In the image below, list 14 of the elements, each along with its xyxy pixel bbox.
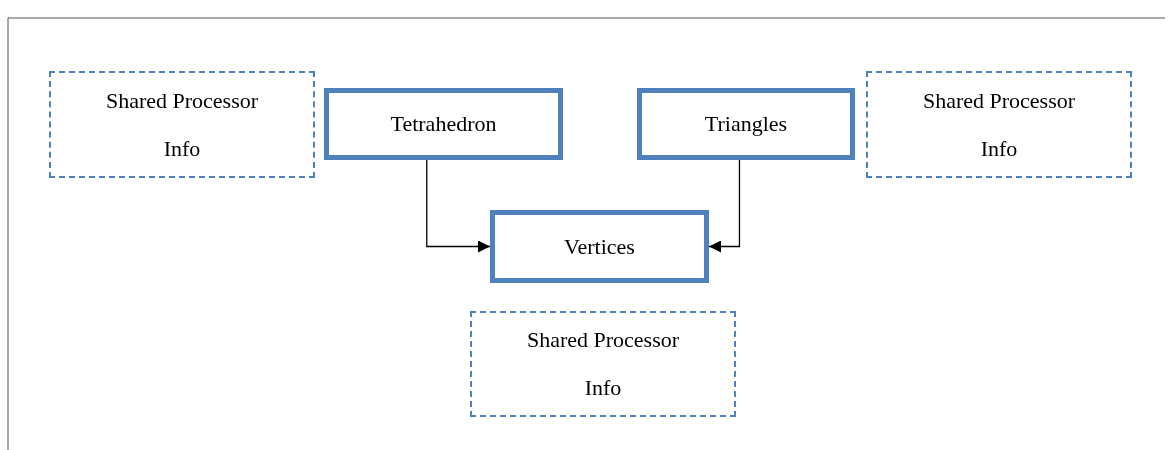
box-label: Vertices [564,233,635,260]
box-label: Shared Processor Info [921,86,1077,163]
box-label: Shared Processor Info [104,86,260,163]
arrow [426,159,491,253]
dashed-box [866,71,1132,178]
dashed-box [49,71,315,178]
process-box [490,210,709,283]
box-label: Triangles [704,111,788,137]
process-box [324,88,563,160]
box-label: Tetrahedron [390,111,497,137]
dashed-box [470,311,736,417]
box-label: Shared Processor Info [525,326,681,402]
process-box [637,88,855,160]
arrow [708,159,741,253]
